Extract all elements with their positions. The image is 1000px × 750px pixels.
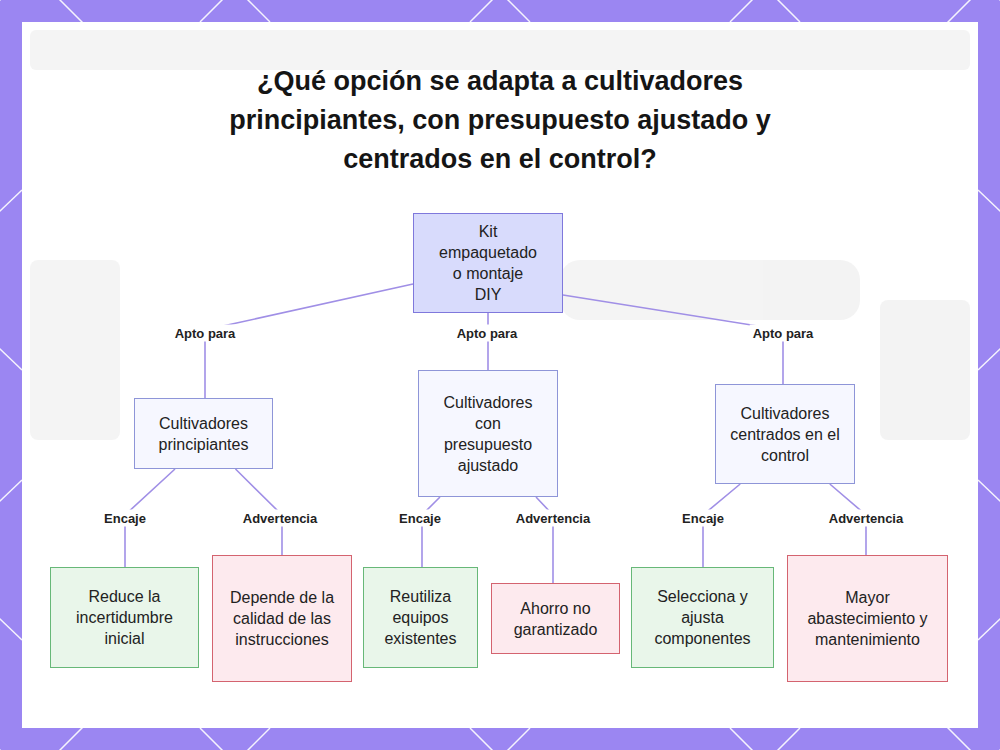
fit-box: Selecciona y ajusta componentes [631,567,774,668]
warning-box: Ahorro no garantizado [491,583,620,654]
node-text: Mayor abastecimiento y mantenimiento [798,587,937,650]
node-content: Mayor abastecimiento y mantenimiento [798,587,937,650]
audience-box: Cultivadores principiantes [134,398,273,469]
edge-label: Apto para [750,325,817,342]
node-content: Depende de la calidad de las instruccion… [227,587,337,650]
node-text: Kit empaquetado o montaje DIY [438,221,538,305]
edge-label: Encaje [101,510,149,527]
node-text: Cultivadores principiantes [147,413,260,455]
fit-box: Reduce la incertidumbre inicial [50,567,199,668]
node-text: Selecciona y ajusta componentes [646,586,759,649]
node-text: Cultivadores con presupuesto ajustado [435,392,541,476]
edge-label: Apto para [172,325,239,342]
edge-label: Advertencia [240,510,320,527]
diagram-title: ¿Qué opción se adapta a cultivadores pri… [200,62,800,179]
node-text: Cultivadores centrados en el control [730,403,840,466]
edge-label: Advertencia [513,510,593,527]
connector-line [487,313,489,370]
node-content: Cultivadores centrados en el control [730,403,840,466]
edge-label: Advertencia [826,510,906,527]
node-content: Cultivadores con presupuesto ajustado [435,392,541,476]
root-box: Kit empaquetado o montaje DIY [413,213,563,313]
node-content: Reduce la incertidumbre inicial [61,586,188,649]
node-text: Ahorro no garantizado [508,598,603,640]
fit-box: Reutiliza equipos existentes [363,567,478,668]
edge-label: Apto para [454,325,521,342]
node-content: Ahorro no garantizado [508,598,603,640]
content-panel [22,22,978,728]
node-text: Depende de la calidad de las instruccion… [227,587,337,650]
audience-box: Cultivadores centrados en el control [715,384,855,484]
connector-line [422,497,440,567]
node-content: Cultivadores principiantes [147,413,260,455]
node-content: Selecciona y ajusta componentes [646,586,759,649]
node-content: Kit empaquetado o montaje DIY [438,221,538,305]
audience-box: Cultivadores con presupuesto ajustado [418,370,558,497]
warning-box: Mayor abastecimiento y mantenimiento [787,555,948,682]
node-content: Reutiliza equipos existentes [372,586,469,649]
node-text: Reutiliza equipos existentes [372,586,469,649]
warning-box: Depende de la calidad de las instruccion… [212,555,352,682]
edge-label: Encaje [679,510,727,527]
node-text: Reduce la incertidumbre inicial [61,586,188,649]
edge-label: Encaje [396,510,444,527]
